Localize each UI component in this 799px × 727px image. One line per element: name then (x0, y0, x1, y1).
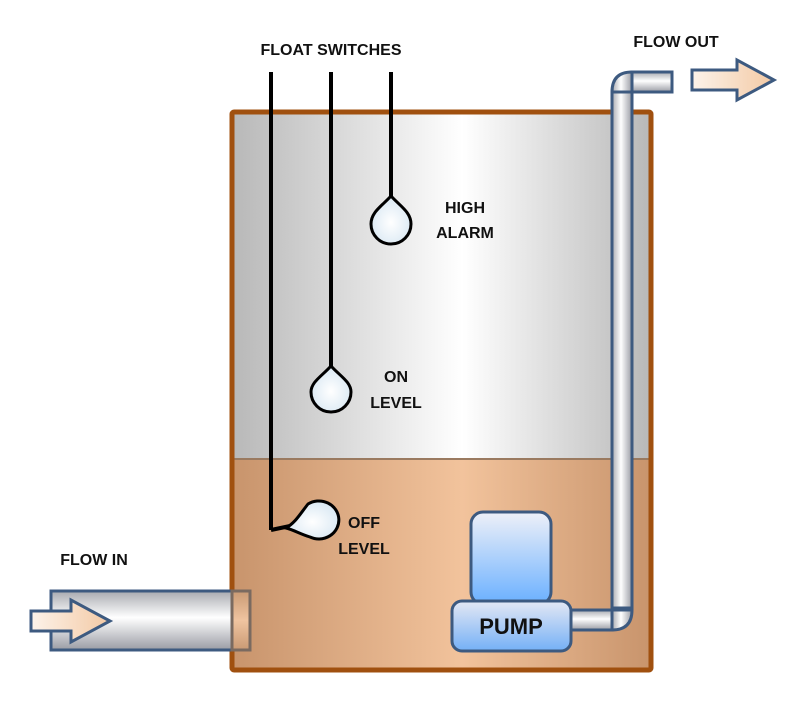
high-alarm-label-line2: ALARM (436, 225, 494, 242)
high-alarm-label-line1: HIGH (445, 200, 485, 217)
outlet-pipe (630, 70, 674, 94)
flow-out-label: FLOW OUT (633, 34, 719, 51)
pump-base (450, 599, 573, 653)
pump-outlet-pipe (568, 608, 614, 632)
flow-in-label: FLOW IN (60, 552, 128, 569)
tank (229, 109, 654, 673)
pump-label: PUMP (479, 614, 543, 639)
float-switch-cables (269, 72, 393, 532)
bottom-elbow (610, 608, 634, 632)
off-level-float (282, 499, 341, 541)
tank-wall (229, 109, 654, 673)
on-level-float (309, 363, 353, 414)
tank-air-space (232, 112, 651, 459)
high-alarm-float (369, 193, 413, 246)
float-switches-label: FLOAT SWITCHES (260, 42, 401, 59)
inlet-flange (230, 589, 252, 652)
on-level-label-line1: ON (384, 369, 408, 386)
flow-out-arrow-icon (690, 57, 778, 103)
on-level-label-line2: LEVEL (370, 395, 422, 412)
pump: PUMP (450, 510, 573, 653)
off-level-label-line2: LEVEL (338, 541, 390, 558)
top-elbow (610, 70, 634, 94)
pump-motor (469, 510, 553, 606)
vertical-pipe (610, 90, 634, 610)
off-level-label-line1: OFF (348, 515, 380, 532)
flow-in-arrow-icon (29, 597, 114, 645)
tank-liquid (232, 459, 651, 670)
